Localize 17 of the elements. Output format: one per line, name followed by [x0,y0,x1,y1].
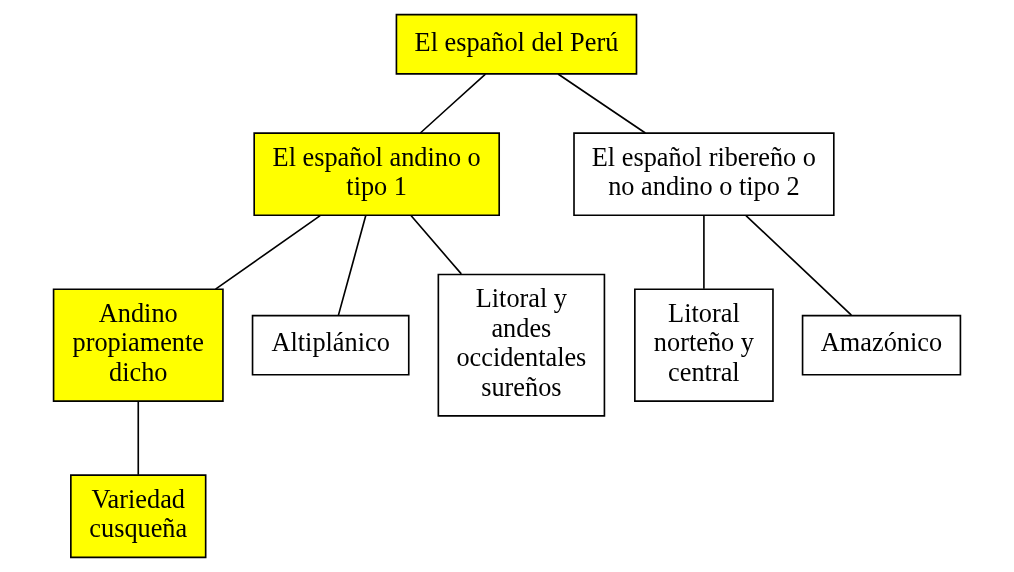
node-box: Andino propiamente dicho [52,288,224,402]
connector [410,214,463,275]
node-box: Litoral y andes occidentales sureños [437,273,606,417]
connector [137,400,140,476]
node-box: Litoral norteño y central [634,288,774,402]
node-box: Variedad cusqueña [70,474,207,559]
node-box: El español del Perú [395,13,638,75]
connector [557,73,647,134]
connector [337,214,367,316]
connector [745,214,853,316]
node-box: Altiplánico [251,314,410,376]
node-box: Amazónico [801,314,962,376]
connector [214,214,321,290]
node-box: El español ribereño o no andino o tipo 2 [573,132,835,217]
connector [703,214,705,290]
node-box: El español andino o tipo 1 [253,132,500,217]
connector [419,73,487,134]
